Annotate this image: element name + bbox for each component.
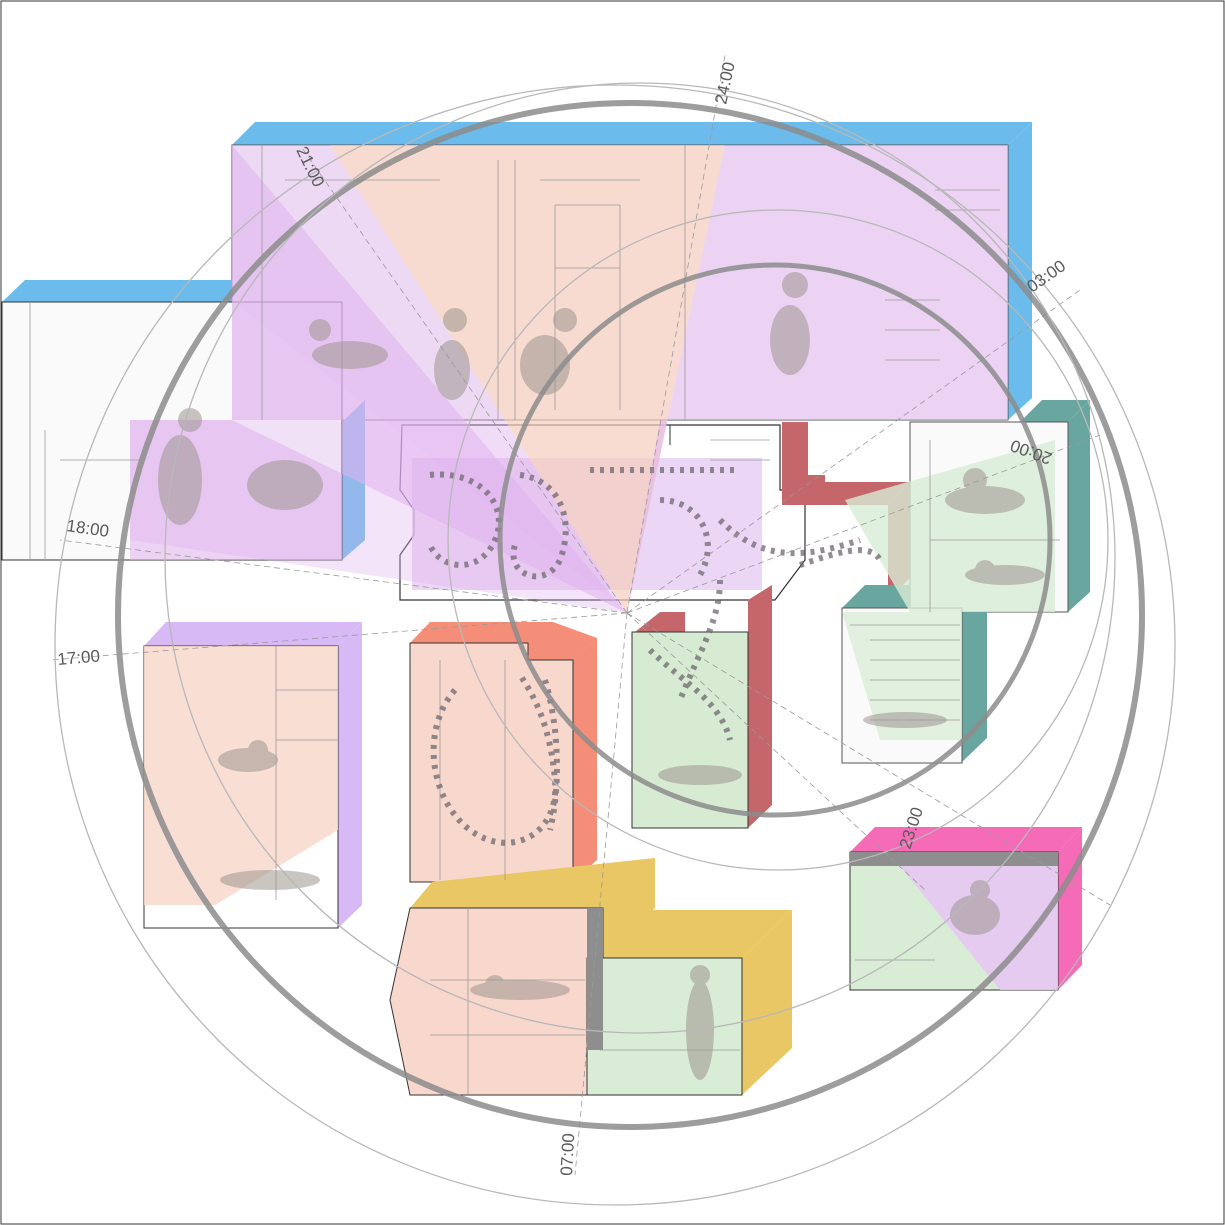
figure-teal-lying [863, 712, 947, 728]
footprints-red-room [647, 647, 733, 741]
teal-top-face [1020, 400, 1090, 422]
time-label-2400: 24:00 [711, 60, 738, 106]
lilac-peach-wedge [144, 646, 338, 905]
figure-desk-worker [770, 272, 810, 375]
figure-standing-lilac [218, 740, 278, 772]
yellow-top-face-2 [603, 910, 792, 958]
figure-seated-2 [520, 308, 577, 395]
figure-standing-yellow [470, 975, 570, 1000]
yellow-step-face [603, 858, 655, 958]
room-yellow [389, 858, 792, 1096]
footprints-plan-curve [659, 497, 711, 577]
red-lower-top-face [635, 612, 685, 632]
time-rings [54, 82, 1176, 1206]
blue-top-face [232, 122, 1032, 145]
figure-teal-standing [945, 468, 1025, 514]
magenta-side-face [1058, 827, 1082, 990]
footprints-plan-loop-2 [510, 472, 569, 580]
ring-large [164, 82, 1116, 1034]
teal-lower-top-face [842, 585, 910, 608]
figure-seated-1 [434, 308, 470, 400]
orange-room-section [409, 642, 574, 883]
footprints-to-red [717, 517, 861, 557]
figure-lying-lilac [220, 870, 320, 890]
footprints-to-lower-red [677, 579, 723, 702]
footprints-plan-loop-1 [427, 471, 502, 568]
wedge-left-purple-lower [130, 300, 627, 613]
magenta-wall-cut [850, 852, 1058, 866]
teal-lower-green-wedge [842, 612, 962, 740]
blue-left-top-face [2, 280, 232, 302]
blue-side-face [1008, 122, 1032, 420]
footprints-red-green [799, 547, 883, 568]
time-label-1700: 17:00 [57, 646, 101, 669]
red-top-face [782, 422, 910, 505]
figure-standing-green [686, 965, 714, 1080]
footprints-orange-loop [430, 673, 559, 846]
radial-guides [49, 54, 1111, 1176]
room-orange [409, 622, 597, 883]
teal-side-face [1068, 400, 1090, 612]
red-lower-room-section [631, 631, 749, 829]
yellow-wall-cut [587, 908, 603, 1050]
human-figures [158, 272, 1045, 1080]
magenta-top-face [850, 827, 1082, 852]
figure-red-lying [658, 765, 742, 785]
figure-dancer-1 [309, 319, 388, 369]
section-detail-lines [29, 145, 1060, 1095]
lilac-top-face [144, 622, 362, 646]
orange-step-face [528, 622, 597, 660]
orange-side-face [573, 638, 597, 882]
footprint-trails [427, 467, 883, 846]
red-lower-side-face [748, 585, 772, 828]
time-label-0700: 07:00 [557, 1133, 578, 1176]
figure-teal-standing-2 [965, 560, 1045, 585]
ring-thick-outer [115, 100, 1145, 1130]
wedge-24-03-purple [627, 145, 1008, 613]
yellow-left-room-section [389, 907, 604, 1096]
figure-breakdancer-2 [247, 460, 323, 510]
ring-outer [54, 84, 1176, 1206]
lilac-side-face [338, 622, 362, 928]
wedge-left-purple-upper [232, 145, 627, 613]
ring-medium [447, 209, 1109, 871]
yellow-side-face [742, 910, 792, 1095]
ring-thick-inner [497, 262, 1053, 818]
